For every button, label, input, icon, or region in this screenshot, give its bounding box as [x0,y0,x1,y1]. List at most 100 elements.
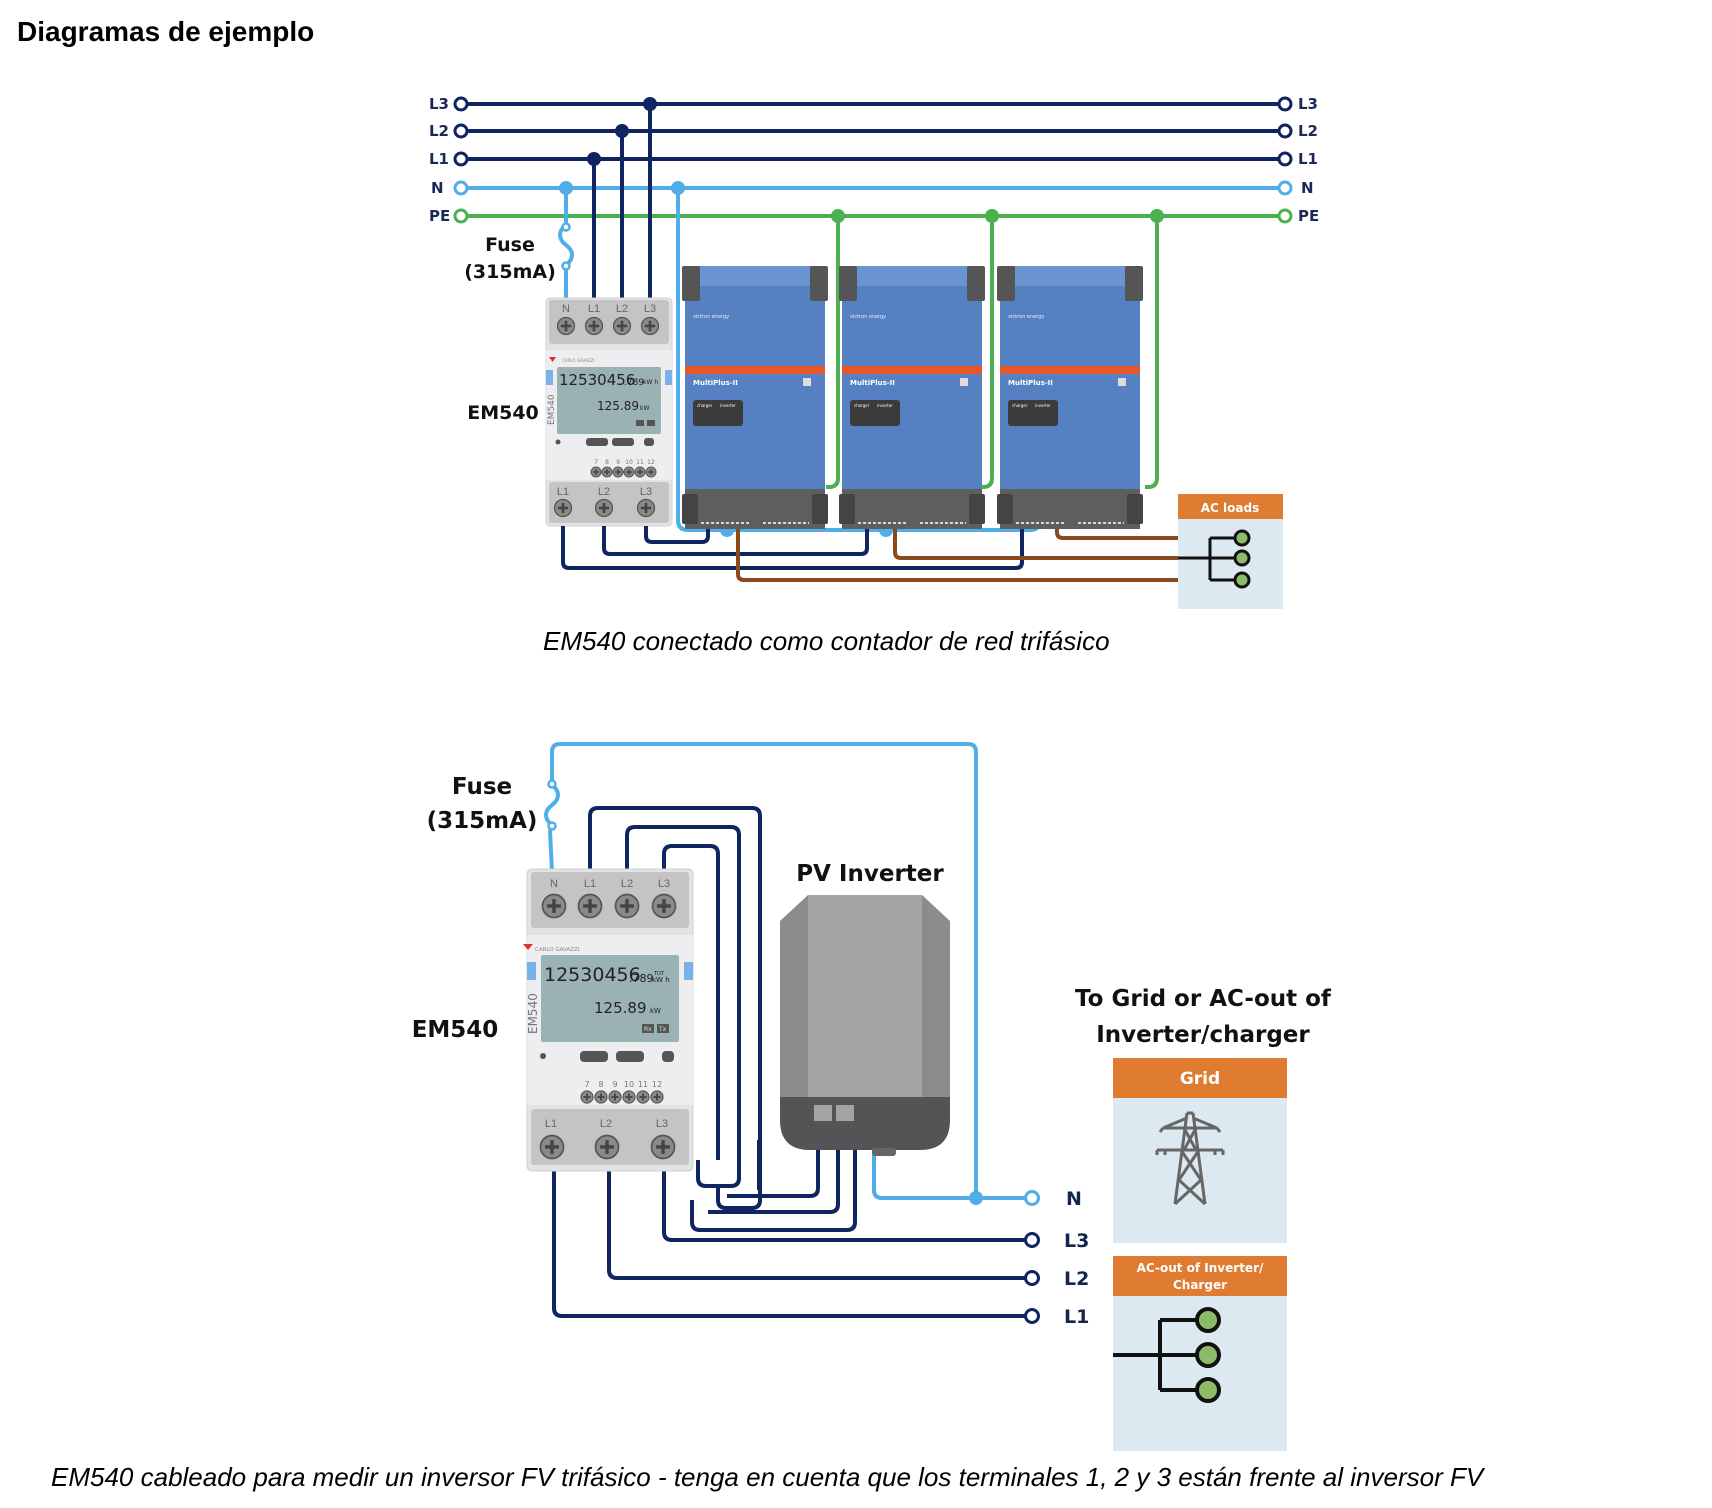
load-distribution-icon [1113,1307,1221,1403]
aux-terminal-label: 10 [624,1080,634,1089]
terminal-l2-out [1024,1270,1040,1286]
aux-terminal-label: 11 [636,459,644,466]
terminal-l1-right [1277,151,1293,167]
multiplus-inverter-3: victron energy MultiPlus-II charger inve… [997,266,1143,529]
display-power: 125.89 [594,999,647,1017]
terminal-label: L1 [557,486,569,498]
model-label: MultiPlus-II [850,379,895,387]
terminal-label: N [550,878,558,890]
display-energy-unit: kW h [643,379,658,386]
acout-header-1: AC-out of Inverter/ [1137,1261,1264,1275]
bus-label: N [431,179,444,197]
bus-label: L1 [429,150,449,168]
aux-terminal-label: 12 [647,459,655,466]
terminal-label: L2 [621,878,633,890]
down-button[interactable] [616,1051,644,1062]
meter-side-label: EM540 [526,993,540,1034]
enter-button[interactable] [644,438,654,446]
led-label-charger: charger [697,403,713,408]
pv-inverter-label: PV Inverter [796,861,944,887]
led-label-charger: charger [854,403,870,408]
terminal-label: L3 [644,303,656,315]
up-button[interactable] [586,438,608,446]
enter-button[interactable] [662,1051,674,1062]
meter-brand: CARLO GAVAZZI [562,358,594,363]
load-distribution-icon [1178,529,1251,589]
model-label: MultiPlus-II [693,379,738,387]
multiplus-inverter-2: victron energy MultiPlus-II charger inve… [839,266,985,529]
bus-label: N [1301,179,1314,197]
output-label: N [1066,1188,1082,1210]
led-label-charger: charger [1012,403,1028,408]
bus-label: L2 [429,122,449,140]
meter-side-label: EM540 [547,394,557,425]
display-energy: 12530456 [544,964,641,986]
terminal-label: L2 [600,1118,612,1130]
output-label: L3 [1064,1230,1089,1252]
multiplus-inverter-1: victron energy MultiPlus-II charger inve… [682,266,828,529]
terminal-label: L2 [616,303,628,315]
bus-labels-left: L3 L2 L1 N PE [429,95,450,225]
up-button[interactable] [580,1051,608,1062]
meter-output-wires [561,510,1178,582]
terminal-label: L3 [640,486,652,498]
aux-terminal-label: 10 [625,459,633,466]
grid-header: Grid [1180,1069,1220,1089]
display-energy-unit-top: TOT [653,971,665,977]
terminal-label: L3 [658,878,670,890]
fuse-label-2: (315mA) [427,808,538,834]
bus-label: L3 [429,95,449,113]
display-energy-unit: kW h [652,976,670,984]
diagram-pv-inverter-meter: N L3 L2 L1 Fuse (315mA) EM540 N L1 L2 L3… [412,742,1332,1451]
meter-model-label: EM540 [412,1017,499,1043]
aux-terminal-label: 8 [598,1080,603,1089]
terminal-l3-right [1277,96,1293,112]
meter-model-label: EM540 [467,402,539,424]
bus-label: L1 [1298,150,1318,168]
multiplus-inverters: victron energy MultiPlus-II charger inve… [682,266,1143,529]
pv-inverter [780,895,950,1156]
aux-terminal-label: 12 [652,1080,662,1089]
destination-title-2: Inverter/charger [1096,1022,1310,1048]
diagram1-caption: EM540 conectado como contador de red tri… [543,626,1110,656]
aux-terminal-label: 7 [584,1080,589,1089]
terminal-label: L3 [656,1118,668,1130]
terminal-n-left [453,180,469,196]
aux-terminal-label: 9 [612,1080,617,1089]
bus-label: L3 [1298,95,1318,113]
brand-label: victron energy [850,314,886,320]
terminal-label: L1 [588,303,600,315]
down-button[interactable] [612,438,634,446]
display-energy: 12530456 [559,371,635,389]
terminal-l3-out [1024,1232,1040,1248]
led-label-inverter: inverter [877,403,893,408]
terminal-l2-right [1277,123,1293,139]
model-label: MultiPlus-II [1008,379,1053,387]
aux-terminal-label: 9 [616,459,620,466]
page-title: Diagramas de ejemplo [17,16,315,47]
aux-terminal-label: 8 [605,459,609,466]
output-label: L1 [1064,1306,1089,1328]
em540-meter-2: N L1 L2 L3 CARLO GAVAZZI 12530456 .789 T… [523,868,694,1172]
terminal-l1-out [1024,1308,1040,1324]
led-label-inverter: inverter [1035,403,1051,408]
terminal-l2-left [453,123,469,139]
terminal-l1-left [453,151,469,167]
meter-brand: CARLO GAVAZZI [535,947,580,953]
pv-wires [544,742,1025,1318]
terminal-n-out [1024,1190,1040,1206]
terminal-label: L1 [545,1118,557,1130]
fuse-label-1: Fuse [485,234,535,256]
terminal-label: L1 [584,878,596,890]
display-tx: Tx [658,1026,667,1033]
display-power-unit: kW [640,405,649,412]
bus-labels-right: L3 L2 L1 N PE [1298,95,1319,225]
ac-loads-box: AC loads [1178,494,1283,609]
bus-label: PE [1298,207,1319,225]
acout-header-2: Charger [1173,1278,1227,1292]
aux-terminal-label: 7 [594,459,598,466]
bus-label: L2 [1298,122,1318,140]
busbars [453,96,1293,224]
power-pylon-icon [1155,1111,1225,1206]
